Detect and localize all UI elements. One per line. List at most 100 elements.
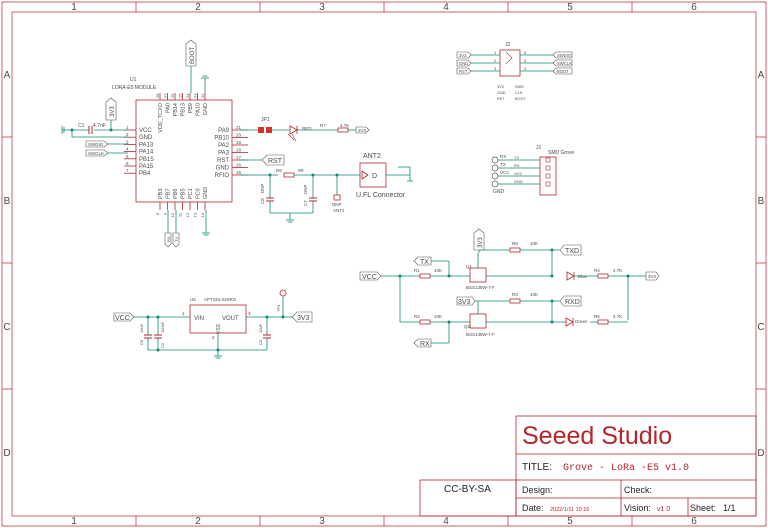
frame-column-labels: 1 2 3 4 5 6 1 2 3 4 5 6: [71, 2, 697, 527]
j1-gnd-net: GND: [493, 189, 505, 195]
j2-right-num: 6: [524, 50, 527, 55]
rst-text: RST: [268, 158, 283, 165]
j2-bottom-2: RST: [497, 97, 505, 101]
u1-rx-label: RX: [166, 236, 171, 242]
u1-right-pin-name: RST: [217, 158, 229, 164]
swdio-text: SWDIO: [88, 142, 104, 147]
u1-right-pin-num: 16: [236, 163, 242, 168]
u1-top-pin-num: 28: [155, 93, 160, 98]
design-label: Design:: [522, 485, 553, 495]
ls-green: Green: [575, 319, 588, 324]
boot-label-text: BOOT: [190, 47, 196, 64]
u1-right-pin-num: 15: [236, 170, 242, 175]
col-label-4: 4: [443, 2, 449, 13]
c7-value: DNP: [303, 184, 308, 194]
u1-bottom-nets: RX TX: [164, 210, 210, 248]
j2-bottom-3: SWD: [515, 85, 524, 89]
u1-right-pin-name: PA9: [218, 128, 230, 134]
row-label-d: D: [3, 448, 10, 459]
j1-pin-label: TX: [514, 155, 519, 160]
u1-top-pin-name: VDD_TCXO: [158, 102, 164, 133]
ls-txd: TXD: [565, 248, 579, 255]
col-label-6-bottom: 6: [691, 516, 697, 527]
u1-bottom-pin-name: PC0: [196, 188, 202, 199]
reg-ref: U5: [190, 297, 196, 302]
ls-r3: R3: [512, 292, 518, 297]
rst-net-label: RST: [240, 154, 285, 166]
col-label-2: 2: [195, 2, 201, 13]
u1-left-pin-name: GND: [139, 135, 153, 141]
ant2-ufl-connector: ANT2 D U.FL Connector: [356, 153, 413, 199]
sheet-label: Sheet:: [690, 503, 716, 513]
c1-ref: C1: [78, 123, 85, 129]
r6-value: 0R: [298, 168, 305, 173]
j1-pin-label: RX: [514, 163, 520, 168]
u1-top-pin-name: GND: [203, 103, 209, 115]
u1-right-pin-name: PA3: [218, 151, 230, 157]
j1-net-label: VCC: [500, 170, 510, 175]
c7-ref: C7: [303, 200, 308, 206]
j2-left-num: 1: [494, 50, 497, 55]
u1-lora-e5-module: U1 LORA-E5 MODULE 1VCC2GND3PA134PA145PB1…: [112, 77, 248, 217]
ls-tx: TX: [420, 259, 429, 266]
u1-right-pin-name: RFIO: [215, 173, 230, 179]
u1-tx-label: TX: [174, 237, 179, 242]
j2-left-label: RST: [459, 69, 468, 74]
j2-left-label: GND: [459, 61, 468, 66]
ls-r1-val: 10K: [434, 268, 442, 273]
row-label-d-right: D: [757, 448, 764, 459]
row-label-a: A: [4, 70, 11, 81]
r6-ref: R6: [276, 168, 282, 173]
u1-bottom-pin-name: PC1: [188, 188, 194, 199]
u1-top-pin-name: PB9: [188, 103, 194, 113]
j2-ref: J2: [505, 42, 511, 48]
u1-left-pin-name: PB4: [139, 171, 151, 177]
j1-net-label: RX: [500, 154, 506, 159]
reg-c-in2: C2: [160, 342, 165, 348]
u1-left-pin-num: 2: [126, 132, 129, 137]
j1-pin-box: [545, 181, 551, 187]
row-label-b: B: [4, 196, 11, 207]
reg-vin: VIN: [194, 316, 204, 322]
jp1-led-r7: JP1 RED R7 4.7K 3V3: [240, 117, 370, 142]
j2-bottom-0: 3V3: [497, 85, 504, 89]
u1-left-pin-name: PA13: [139, 142, 154, 148]
j1-name: SMD Grove: [548, 150, 574, 156]
led-red-label: RED: [302, 126, 312, 131]
u1-top-pin-name: PB14: [173, 103, 179, 116]
j2-right-net-label: [552, 51, 573, 59]
j2-right-net-label: [552, 67, 573, 75]
ls-rx: RX: [420, 341, 430, 348]
u1-bottom-pin-num: 14: [200, 212, 205, 217]
vision-label: Vision:: [624, 503, 651, 513]
u1-bottom-pin-num: 10: [170, 212, 175, 217]
u1-right-pin-num: 17: [236, 155, 242, 160]
ls-r8-val: 10K: [530, 241, 538, 246]
reg-c-out: C5: [258, 339, 263, 345]
reg-vss: VSS: [216, 323, 222, 334]
j2-right-label: SWDIO: [557, 53, 572, 58]
reg-3v3: 3V3: [297, 315, 310, 322]
col-label-1: 1: [71, 2, 77, 13]
j2-right-num: 4: [524, 66, 527, 71]
boot-net-label: BOOT: [185, 39, 197, 93]
date-label: Date:: [522, 503, 544, 513]
u1-right-pin-name: GND: [216, 166, 230, 172]
u1-top-pin-num: 23: [193, 93, 198, 98]
j2-right-net-label: [552, 59, 573, 67]
reg-tp: TP4: [276, 304, 281, 312]
j2-left-label: 3V3: [459, 53, 467, 58]
reg-pin2: 2: [212, 335, 215, 340]
col-label-3: 3: [319, 2, 325, 13]
reg-pin1: 1: [182, 311, 185, 316]
ant2-desc: U.FL Connector: [356, 192, 406, 199]
frame-row-labels: A B C D A B C D: [3, 70, 764, 459]
ls-3v3-2: 3V3: [458, 299, 471, 306]
u1-top-pin-num: 27: [163, 93, 168, 98]
ls-r5-val: 4.7K: [613, 314, 622, 319]
check-label: Check:: [624, 485, 652, 495]
j1-net-label: TX: [500, 162, 506, 167]
